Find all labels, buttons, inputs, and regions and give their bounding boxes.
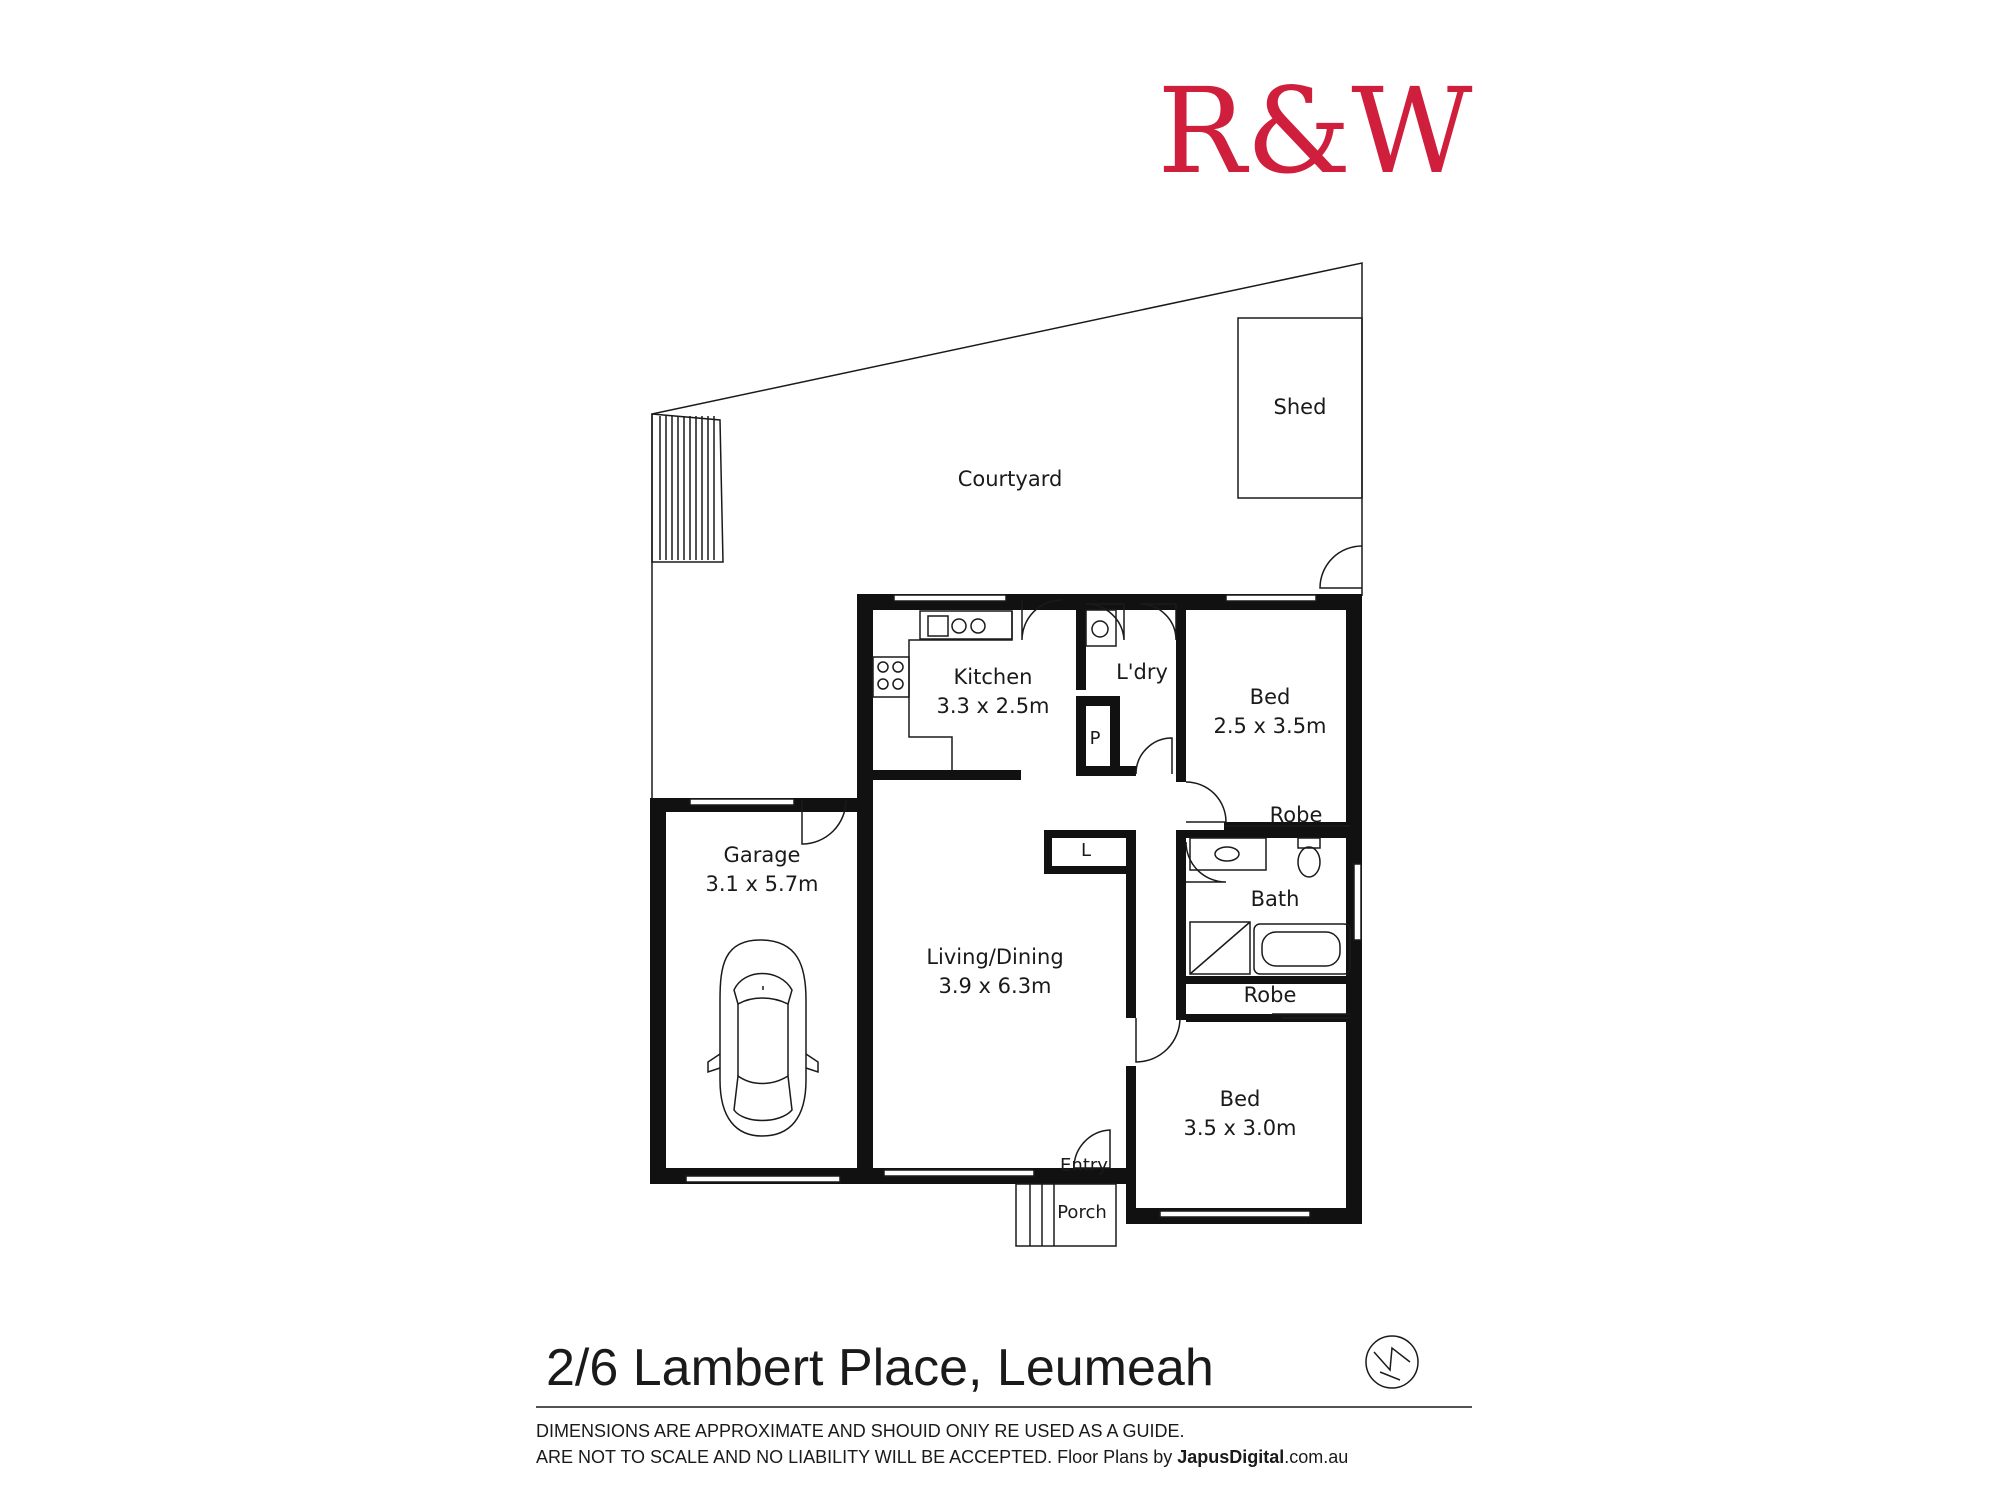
laundry-label: L'dry bbox=[1116, 660, 1168, 684]
garage-label: Garage bbox=[724, 843, 801, 867]
bed2-size: 3.5 x 3.0m bbox=[1183, 1116, 1296, 1140]
shed-outline bbox=[1237, 317, 1363, 499]
kitchen-fixtures bbox=[872, 610, 1013, 770]
bed1-label: Bed bbox=[1250, 685, 1291, 709]
laundry-fixtures bbox=[1085, 609, 1117, 647]
courtyard-steps bbox=[651, 413, 724, 563]
garage-size: 3.1 x 5.7m bbox=[705, 872, 818, 896]
entry-label: Entry bbox=[1060, 1155, 1108, 1176]
kitchen-label: Kitchen bbox=[954, 665, 1033, 689]
shed-label: Shed bbox=[1274, 395, 1327, 419]
robe2-label: Robe bbox=[1244, 983, 1297, 1007]
disclaimer-text: ARE NOT TO SCALE AND NO LIABILITY WILL B… bbox=[536, 1447, 1177, 1467]
bath-fixtures bbox=[1189, 837, 1351, 975]
car-icon bbox=[707, 939, 819, 1137]
property-address: 2/6 Lambert Place, Leumeah bbox=[546, 1339, 1214, 1397]
living-size: 3.9 x 6.3m bbox=[938, 974, 1051, 998]
windows bbox=[685, 594, 1362, 1218]
bed2-label: Bed bbox=[1220, 1087, 1261, 1111]
bed1-size: 2.5 x 3.5m bbox=[1213, 714, 1326, 738]
kitchen-size: 3.3 x 2.5m bbox=[936, 694, 1049, 718]
north-arrow-icon bbox=[1365, 1335, 1419, 1389]
courtyard-label: Courtyard bbox=[958, 467, 1063, 491]
porch-label: Porch bbox=[1057, 1202, 1107, 1223]
porch-steps bbox=[1015, 1183, 1117, 1247]
linen-label: L bbox=[1081, 840, 1091, 861]
interior-walls bbox=[857, 594, 1354, 1224]
pantry-label: P bbox=[1090, 728, 1101, 749]
agency-logo: R&W bbox=[1157, 62, 1472, 200]
living-label: Living/Dining bbox=[926, 945, 1063, 969]
brand-domain: .com.au bbox=[1284, 1447, 1348, 1467]
disclaimer-line2: ARE NOT TO SCALE AND NO LIABILITY WILL B… bbox=[536, 1447, 1348, 1467]
bath-label: Bath bbox=[1251, 887, 1300, 911]
brand-name: JapusDigital bbox=[1177, 1447, 1284, 1467]
courtyard-gate bbox=[1319, 545, 1363, 589]
robe1-label: Robe bbox=[1270, 803, 1323, 827]
disclaimer-line1: DIMENSIONS ARE APPROXIMATE AND SHOUID ON… bbox=[536, 1421, 1185, 1441]
robe-fixtures bbox=[1224, 825, 1350, 1019]
